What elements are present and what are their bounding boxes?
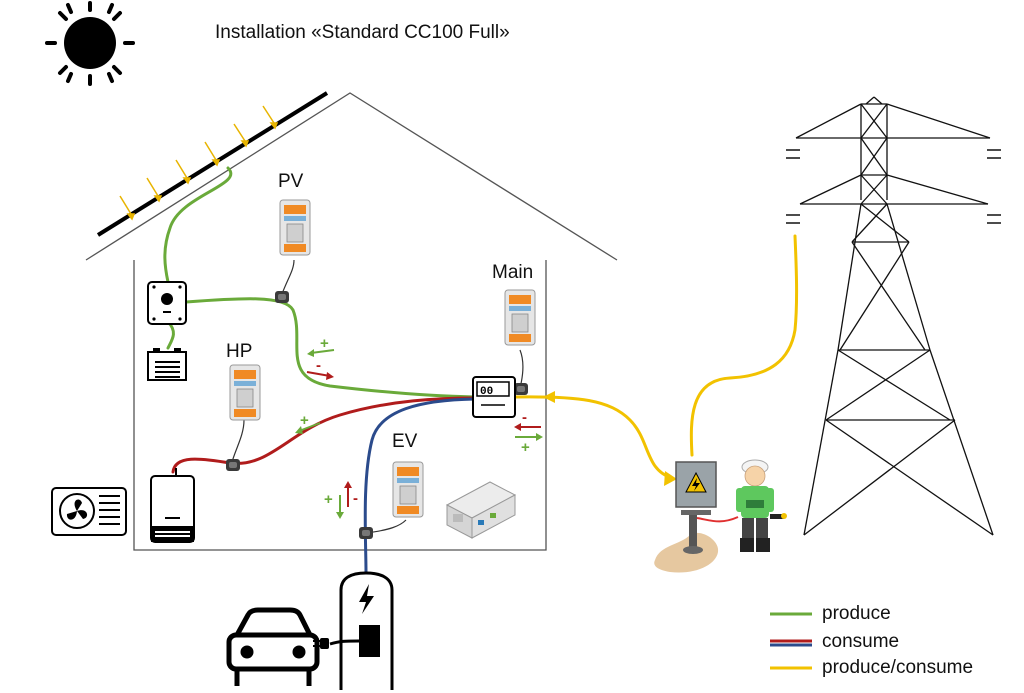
main-meter-device [504,289,536,346]
grid-junction-box [654,461,739,573]
power-lines [163,166,799,575]
pv-meter-device [279,199,311,256]
flow-arrowhead [543,391,555,403]
flow-arrowhead [664,471,677,486]
house-outline [85,92,618,551]
ct-clamp [275,291,289,303]
worker-figure [736,459,787,552]
ev-plus-sign: + [324,491,333,508]
cc100-controller [445,481,517,539]
ev-minus-sign: - [353,490,358,507]
flow-indicators [295,349,543,519]
hp-meter-device [229,364,261,421]
diagram-title: Installation «Standard CC100 Full» [215,22,510,43]
ev-charger-icon [313,571,394,690]
pv-minus-sign: - [316,357,321,374]
transmission-pylon [786,96,1001,536]
hp-meter-label: HP [226,341,253,362]
pv-meter-label: PV [278,171,304,192]
legend-swatches [770,612,812,670]
inverter [147,281,187,325]
legend-consume-label: consume [822,631,900,652]
hp-plus-sign: + [300,412,309,429]
sun-icon [45,1,135,86]
battery-icon [147,348,187,381]
main-minus-sign: - [522,409,527,426]
main-plus-sign: + [521,439,530,456]
solar-panel [96,91,329,237]
sun-rays [119,105,279,221]
main-utility-meter: 00 [472,376,516,418]
ct-clamp [226,459,240,471]
legend-produce-consume-label: produce/consume [822,657,974,678]
ct-clamp [359,527,373,539]
main-meter-display: 00 [480,386,493,398]
ev-meter-label: EV [392,431,418,452]
main-meter-label: Main [492,262,534,283]
car-icon [226,607,320,686]
pv-plus-sign: + [320,335,329,352]
ct-clamp [514,383,528,395]
heat-pump-outdoor-icon [51,487,127,536]
legend-produce-label: produce [822,603,891,624]
heat-pump-indoor-unit [150,468,195,543]
ev-meter-device [392,461,424,518]
